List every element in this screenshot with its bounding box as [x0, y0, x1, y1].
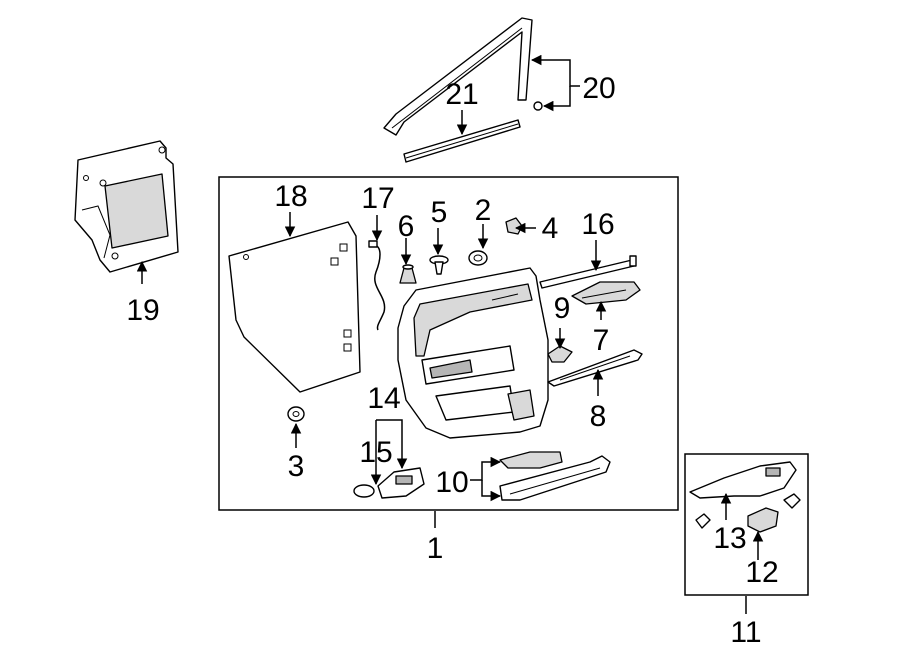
part-3-grommet	[287, 406, 305, 422]
callout-1: 1	[427, 532, 444, 565]
part-15-lamp	[353, 484, 375, 498]
callout-14: 14	[367, 382, 400, 415]
callout-19: 19	[126, 294, 159, 327]
callout-21: 21	[445, 78, 478, 111]
part-2-screw-cap	[468, 250, 488, 266]
part-21-weatherstrip	[403, 119, 521, 163]
callout-16: 16	[581, 208, 614, 241]
callout-10: 10	[435, 466, 468, 499]
part-10-armrest	[499, 451, 611, 501]
part-6-fastener	[399, 264, 417, 284]
callout-5: 5	[431, 196, 448, 229]
part-8-pull-strip	[547, 349, 643, 387]
leader-lines	[136, 54, 764, 614]
main-assembly-frame	[218, 176, 679, 511]
callout-11: 11	[730, 616, 761, 649]
callout-8: 8	[590, 400, 607, 433]
part-13-switch-bezel	[689, 461, 797, 499]
part-4-retainer-clip	[505, 217, 523, 235]
callout-7: 7	[593, 324, 610, 357]
callout-4: 4	[542, 212, 559, 245]
part-18-water-deflector	[228, 221, 361, 393]
callout-15: 15	[359, 436, 392, 469]
part-17-wire-harness	[368, 240, 386, 331]
callout-6: 6	[398, 210, 415, 243]
callout-18: 18	[274, 180, 307, 213]
callout-9: 9	[554, 292, 571, 325]
callout-3: 3	[288, 450, 305, 483]
part-20-frame-molding	[383, 17, 543, 136]
callout-20: 20	[582, 72, 615, 105]
part-1-door-trim-panel	[397, 267, 549, 439]
part-16-molding-strip	[539, 255, 637, 289]
part-19-bracket	[74, 140, 179, 273]
part-14-lamp-housing	[377, 467, 425, 499]
part-5-push-pin	[429, 255, 449, 275]
part-13-clips	[695, 493, 801, 529]
part-7-inside-handle	[571, 281, 641, 305]
callout-12: 12	[745, 556, 778, 589]
callout-2: 2	[475, 194, 492, 227]
part-9-clip	[547, 345, 573, 363]
part-12-switch	[747, 507, 779, 533]
callout-13: 13	[713, 522, 746, 555]
callout-17: 17	[361, 182, 394, 215]
handle-assembly-frame	[684, 453, 809, 596]
